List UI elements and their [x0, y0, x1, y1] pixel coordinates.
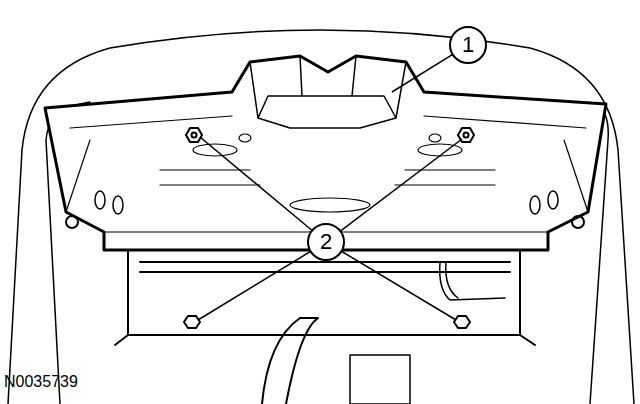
leader-line — [340, 139, 462, 231]
bracket-plate — [45, 56, 606, 250]
leader-line — [341, 251, 456, 320]
side-hole — [530, 196, 540, 214]
bracket-tray — [250, 56, 406, 128]
plate-slot — [239, 134, 251, 142]
side-hole — [113, 196, 123, 214]
wire-lead — [440, 262, 505, 300]
callout-number: 2 — [320, 231, 332, 253]
side-screw — [66, 216, 78, 228]
figure-id: N0035739 — [4, 374, 78, 390]
plate-slot — [418, 144, 462, 156]
callout-circle — [450, 27, 486, 63]
lower-frame — [115, 250, 535, 345]
console-housing — [8, 30, 634, 404]
plate-slot — [429, 134, 441, 142]
wire-harness — [262, 318, 318, 404]
callout-circle — [308, 224, 344, 260]
bracket-ribs — [66, 116, 588, 232]
plate-slot — [290, 198, 370, 212]
side-screw — [572, 216, 584, 228]
leader-line — [198, 251, 311, 320]
bolt-group — [184, 128, 474, 328]
side-hole — [548, 191, 558, 209]
lower-box — [350, 355, 410, 404]
leader-line — [392, 54, 453, 92]
callout-number: 1 — [462, 34, 474, 56]
leader-line — [200, 137, 312, 230]
side-hole — [95, 191, 105, 209]
